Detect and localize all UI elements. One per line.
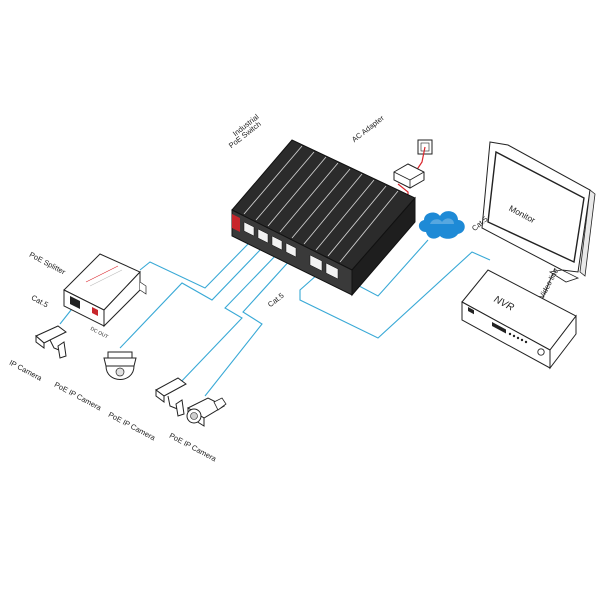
ip-camera-icon [155,377,187,417]
cable-switch-splitter [139,241,251,289]
cable-switch-bullet-camera [204,257,293,397]
cable-switch-dome-camera [119,247,263,349]
poe-splitter-icon [63,253,147,328]
cable-switch-camera-3 [177,252,279,386]
dome-camera-icon [103,351,137,380]
switch-icon [231,139,416,297]
bullet-camera-icon [186,397,227,427]
nvr-icon [461,269,577,370]
cloud-icon [418,211,465,239]
ip-camera-icon [35,325,67,359]
ac-adapter-icon [393,139,433,205]
cable-switch-nvr [299,251,491,339]
monitor-icon [481,141,596,283]
